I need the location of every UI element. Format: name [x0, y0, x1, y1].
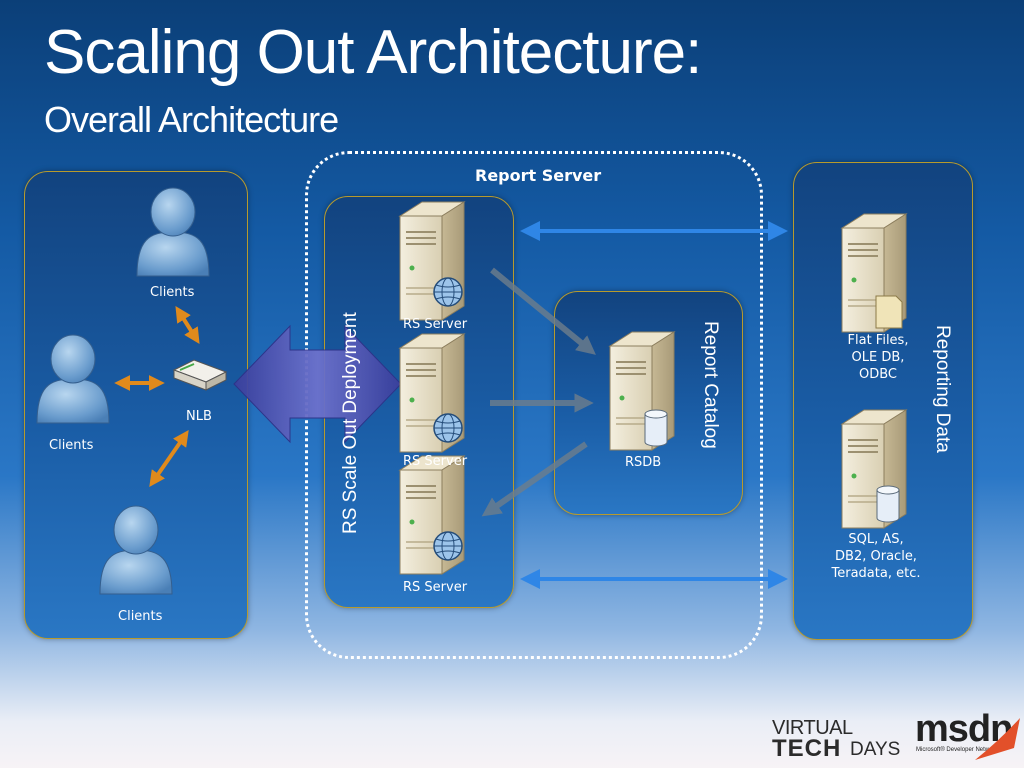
rs-server-icon-2	[399, 333, 465, 453]
rsdb-label: RSDB	[625, 455, 662, 470]
slide-title: Scaling Out Architecture:	[44, 18, 702, 87]
client-person-icon-top	[136, 187, 210, 277]
flat-files-server-icon	[841, 213, 907, 333]
nlb-label: NLB	[186, 409, 212, 424]
virtual-techdays-logo-days: DAYS	[850, 739, 901, 760]
scale-out-label: RS Scale Out Deployment	[340, 312, 361, 534]
virtual-techdays-logo-virtual: VIRTUAL	[772, 717, 853, 739]
client-person-icon-left	[36, 334, 110, 424]
gray-arrow-1	[490, 267, 596, 355]
flat-files-label: Flat Files, OLE DB, ODBC	[847, 333, 909, 382]
report-server-label: Report Server	[475, 166, 602, 185]
gray-arrow-3	[481, 441, 588, 517]
rs-server-label-2: RS Server	[403, 454, 468, 469]
clients-label-top: Clients	[150, 285, 195, 300]
msdn-logo: msdn	[915, 708, 1013, 750]
rsdb-server-icon	[609, 331, 675, 451]
rs-server-label-1: RS Server	[403, 317, 468, 332]
msdn-logo-subtitle: Microsoft® Developer Network	[916, 747, 998, 753]
load-balance-arrow	[233, 324, 402, 444]
sql-server-icon	[841, 409, 907, 529]
clients-label-bottom: Clients	[118, 609, 163, 624]
catalog-label: Report Catalog	[700, 321, 721, 449]
reporting-data-label: Reporting Data	[932, 325, 953, 453]
rs-server-label-3: RS Server	[403, 580, 468, 595]
rs-server-icon-1	[399, 201, 465, 321]
sql-sources-label: SQL, AS, DB2, Oracle, Teradata, etc.	[831, 532, 921, 581]
client-person-icon-bottom	[99, 505, 173, 595]
slide-subtitle: Overall Architecture	[44, 99, 339, 140]
orange-arrow-top	[175, 305, 200, 345]
clients-label-left: Clients	[49, 438, 94, 453]
nlb-router-icon	[172, 359, 228, 391]
rs-server-icon-3	[399, 455, 465, 575]
orange-arrow-bottom	[149, 430, 189, 487]
virtual-techdays-logo-tech: TECH	[772, 735, 842, 762]
